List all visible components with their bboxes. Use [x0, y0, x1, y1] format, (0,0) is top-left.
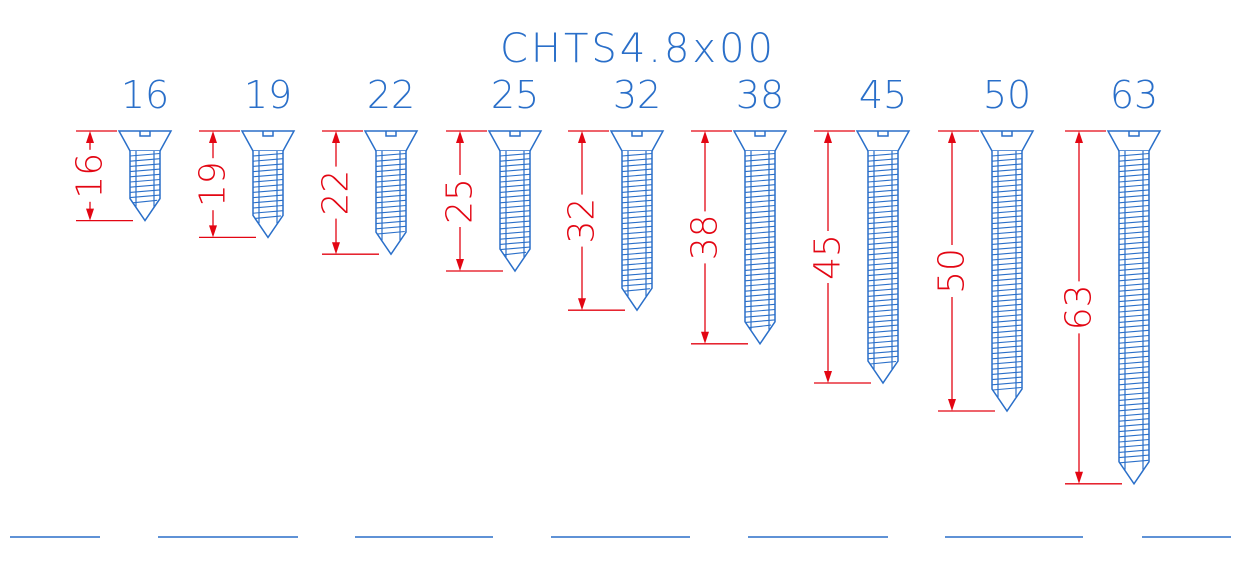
screw-50: 50 50	[932, 73, 1035, 413]
screw-size-label: 38	[736, 73, 784, 117]
arrow-down-icon	[701, 331, 709, 344]
screw-head	[240, 130, 296, 152]
diagram-title: CHTS4.8x00	[500, 26, 776, 72]
arrow-up-icon	[456, 131, 464, 143]
dimension-16: 16	[70, 130, 133, 222]
screw-head	[487, 130, 543, 152]
screw-shank	[252, 151, 284, 239]
arrow-up-icon	[948, 131, 956, 143]
dimension-label: 38	[685, 214, 726, 260]
screw-slot	[509, 131, 521, 137]
screw-slot	[1128, 131, 1140, 137]
dimension-label: 32	[562, 198, 603, 244]
arrow-up-icon	[209, 131, 217, 143]
screw-threads	[744, 152, 776, 329]
screw-slot	[754, 131, 766, 137]
screw-slot	[877, 131, 889, 137]
screw-slot	[631, 131, 643, 137]
dimension-label: 25	[440, 178, 481, 224]
screw-head	[1106, 130, 1162, 152]
screw-slot	[1001, 131, 1013, 137]
dimension-45: 45	[808, 130, 871, 384]
arrow-down-icon	[456, 259, 464, 271]
screw-core	[505, 151, 525, 257]
screw-size-label: 16	[121, 73, 169, 117]
dimension-32: 32	[562, 130, 625, 311]
screw-size-label: 45	[859, 73, 907, 117]
screw-63: 63 63	[1059, 73, 1162, 486]
screw-head	[609, 130, 665, 152]
screw-head	[117, 130, 173, 152]
dimension-38: 38	[685, 130, 748, 345]
dimension-label: 19	[193, 161, 234, 207]
arrow-up-icon	[824, 131, 832, 143]
arrow-up-icon	[701, 131, 709, 143]
dimension-19: 19	[193, 130, 256, 239]
dimension-label: 16	[70, 153, 111, 199]
screw-slot	[385, 131, 397, 137]
screw-slot	[262, 131, 274, 137]
screw-32: 32 32	[562, 73, 665, 312]
arrow-down-icon	[332, 242, 340, 255]
screw-threads	[991, 152, 1023, 391]
arrow-down-icon	[86, 208, 94, 221]
arrow-down-icon	[1075, 471, 1083, 484]
dimension-label: 50	[932, 248, 973, 294]
screw-threads	[129, 152, 161, 204]
arrow-up-icon	[578, 131, 586, 143]
screw-threads	[621, 152, 653, 292]
dimension-label: 45	[808, 234, 849, 280]
screw-size-label: 19	[244, 73, 292, 117]
dimension-22: 22	[316, 130, 379, 255]
dimension-50: 50	[932, 130, 995, 412]
arrow-down-icon	[824, 371, 832, 383]
screw-size-label: 50	[983, 73, 1031, 117]
screw-45: 45 45	[808, 73, 911, 385]
screw-22: 22 22	[316, 73, 419, 256]
arrow-up-icon	[1075, 131, 1083, 143]
screw-25: 25 25	[440, 73, 543, 273]
arrow-down-icon	[948, 399, 956, 411]
screw-threads	[499, 152, 531, 256]
dimension-25: 25	[440, 130, 503, 272]
screw-size-label: 63	[1110, 73, 1158, 117]
screw-38: 38 38	[685, 73, 788, 346]
screw-head	[855, 130, 911, 152]
arrow-down-icon	[578, 298, 586, 311]
screw-size-label: 32	[613, 73, 661, 117]
arrow-up-icon	[332, 131, 340, 143]
screw-head	[363, 130, 419, 152]
arrow-down-icon	[209, 225, 217, 238]
screw-head	[732, 130, 788, 152]
screw-size-label: 25	[491, 73, 539, 117]
dimension-label: 63	[1059, 284, 1100, 330]
screw-threads	[867, 152, 899, 365]
screw-threads	[375, 152, 407, 235]
screw-slot	[139, 131, 151, 137]
screw-threads	[252, 152, 284, 219]
screw-head	[979, 130, 1035, 152]
dimension-label: 22	[316, 170, 357, 216]
screw-shank	[1118, 151, 1150, 486]
dimension-63: 63	[1059, 130, 1122, 485]
screw-threads	[1118, 152, 1150, 464]
screw-size-label: 22	[367, 73, 415, 117]
arrow-up-icon	[86, 131, 94, 143]
